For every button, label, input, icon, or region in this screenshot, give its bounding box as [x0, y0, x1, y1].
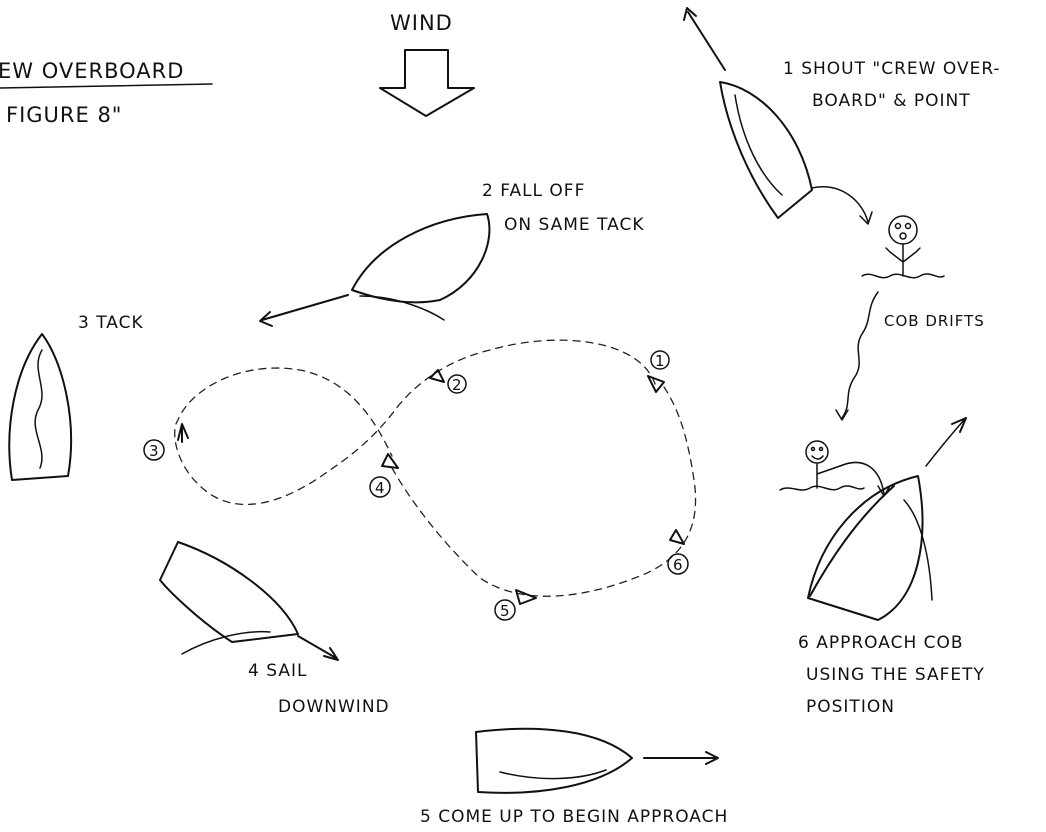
cob-eye-right	[904, 222, 912, 230]
boat-hull-2	[351, 213, 491, 304]
rescue-arrow	[839, 461, 885, 495]
step-2-line-2: ON SAME TACK	[504, 215, 644, 235]
marker-6-circle	[667, 553, 689, 575]
marker-2-label: 2	[452, 376, 462, 394]
marker-3-label: 3	[149, 442, 159, 460]
boat-hull-1	[719, 81, 813, 219]
boat-sail-3	[34, 349, 43, 469]
boat-heading-arrow-6	[925, 419, 965, 467]
arrowhead-5	[705, 751, 719, 765]
cob-drift-arrow	[841, 291, 879, 419]
course-loop-right	[391, 383, 697, 597]
arrowhead-1	[683, 7, 697, 21]
course-arrowheads	[177, 369, 685, 605]
marker-4-label: 4	[375, 479, 385, 497]
cob-head-2	[805, 440, 829, 464]
boat-sail-5	[499, 769, 607, 780]
boat-hull-6	[807, 475, 924, 621]
marker-1-circle	[650, 350, 670, 370]
course-markers: 1 2 3 4 5 6	[143, 350, 689, 621]
wind-arrow-icon	[379, 49, 475, 117]
boat-hull-4	[159, 541, 299, 643]
crew-overboard-figure-distressed	[861, 215, 945, 279]
cob2-smile	[811, 455, 824, 460]
course-arrowhead-1	[647, 375, 665, 393]
figure-8-course	[174, 339, 697, 597]
arrowhead-2	[259, 311, 273, 327]
marker-5-circle	[494, 599, 516, 621]
cob-eye-left	[894, 222, 902, 230]
pointer-arrowhead-1	[859, 211, 873, 225]
boat-hull-5	[475, 727, 633, 794]
boat-step-1	[683, 7, 873, 225]
boat-heading-arrow-4	[297, 635, 337, 659]
course-arrowhead-6	[669, 529, 685, 545]
cob-head-1	[888, 215, 918, 245]
marker-1-label: 1	[655, 352, 665, 370]
step-1-line-1: 1 SHOUT "CREW OVER-	[783, 59, 1001, 79]
marker-2-circle	[447, 374, 467, 394]
cob-drifts-label: COB DRIFTS	[884, 312, 985, 330]
boat-sail-6	[903, 499, 933, 601]
step-2-line-1: 2 FALL OFF	[482, 181, 585, 201]
water-waves-1	[861, 273, 945, 279]
crew-overboard-figure-calm	[779, 440, 891, 497]
title: EW OVERBOARD FIGURE 8"	[0, 59, 213, 127]
marker-5-label: 5	[500, 602, 510, 620]
step-6-line-3: POSITION	[806, 697, 895, 717]
marker-6-label: 6	[673, 556, 683, 574]
marker-3-circle	[143, 439, 165, 461]
title-line-1: EW OVERBOARD	[0, 59, 184, 83]
course-arrowhead-4	[381, 453, 399, 469]
cob-body-2	[816, 463, 841, 489]
cob-mouth	[899, 232, 907, 240]
step-5-label: 5 COME UP TO BEGIN APPROACH	[420, 807, 728, 827]
marker-4-circle	[369, 476, 391, 498]
step-4-line-1: 4 SAIL	[248, 661, 307, 681]
arrowhead-4	[323, 647, 339, 661]
boat-heading-arrow-2	[261, 294, 349, 321]
boat-heading-arrow-1	[687, 11, 726, 71]
boat-step-5	[475, 727, 719, 794]
boat-step-2	[259, 213, 491, 327]
wind-label: WIND	[390, 11, 453, 35]
course-loop-left	[174, 339, 656, 505]
course-arrowhead-5	[515, 589, 537, 605]
step-4-line-2: DOWNWIND	[278, 697, 390, 717]
boat-step-4	[159, 541, 339, 661]
wind-indicator: WIND	[379, 11, 475, 117]
cob-drift-arrowhead	[835, 409, 849, 421]
title-underline	[0, 83, 213, 89]
title-line-2: FIGURE 8"	[6, 103, 122, 127]
course-arrowhead-2	[429, 369, 445, 383]
step-6-line-2: USING THE SAFETY	[806, 665, 985, 685]
cob2-eye-right	[818, 446, 824, 452]
step-1-line-2: BOARD" & POINT	[812, 91, 971, 111]
boat-rail-6	[809, 485, 895, 597]
boat-sail-4	[181, 630, 271, 655]
step-3-label: 3 TACK	[78, 313, 144, 333]
cob-body-1	[885, 243, 921, 277]
cob2-eye-left	[810, 446, 816, 452]
arrowhead-6	[951, 417, 967, 433]
boat-step-6	[807, 417, 967, 621]
step-6-line-1: 6 APPROACH COB	[798, 633, 964, 653]
boat-hull-3	[8, 333, 73, 481]
water-waves-2	[779, 485, 865, 491]
pointer-arrow-1	[811, 186, 869, 223]
boat-sail-2	[359, 295, 445, 321]
boat-sail-1	[734, 94, 783, 196]
boat-step-3	[8, 333, 73, 481]
course-arrowhead-3	[177, 423, 189, 443]
